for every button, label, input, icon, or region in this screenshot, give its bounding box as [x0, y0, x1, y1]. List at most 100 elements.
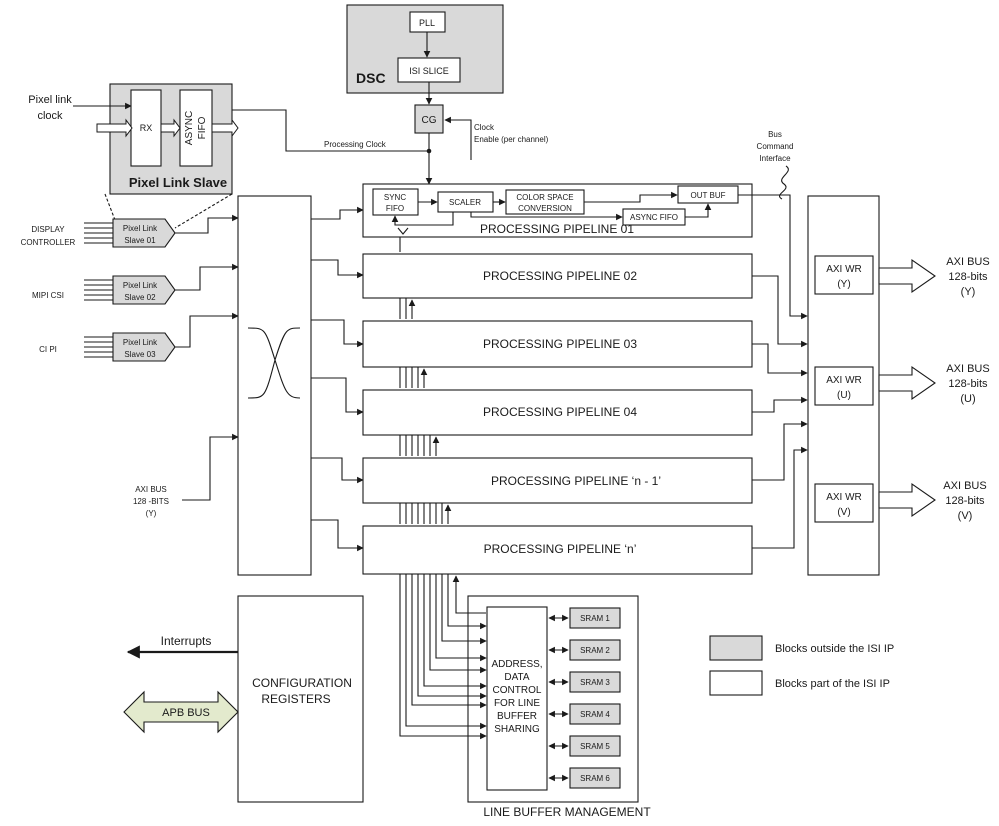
- sram-3-label: SRAM 3: [580, 678, 610, 687]
- axi-in-label-1: AXI BUS: [135, 485, 167, 494]
- apb-bus-arrow: [123, 690, 239, 734]
- axi-bus-y-label-2: 128-bits: [948, 271, 988, 283]
- input-ci-pi: CI PI Pixel Link Slave 03: [39, 332, 176, 362]
- axi-wr-u: AXI WR (U): [814, 366, 874, 406]
- scaler-label: SCALER: [449, 198, 481, 207]
- sram-6: [569, 767, 621, 789]
- legend-label-outside: Blocks outside the ISI IP: [775, 643, 894, 655]
- axi-wr-v-label-2: (V): [837, 507, 850, 518]
- sram-1: [569, 607, 621, 629]
- pixel-link-slave-01: [112, 218, 176, 248]
- axi-bus-y-label-3: (Y): [961, 286, 976, 298]
- pipeline-04-label: PROCESSING PIPELINE 04: [483, 405, 637, 419]
- sram-2-label: SRAM 2: [580, 646, 610, 655]
- sram-5: [569, 735, 621, 757]
- pipeline-03-label: PROCESSING PIPELINE 03: [483, 337, 637, 351]
- control-label-3: CONTROL: [493, 685, 542, 696]
- sync-fifo-label-2: FIFO: [386, 204, 404, 213]
- slave-01-label-1: Pixel Link: [123, 224, 158, 233]
- dsc-block: PLL ISI SLICE DSC: [346, 4, 504, 94]
- sync-fifo-box: [372, 188, 419, 216]
- axi-bus-u-label-1: AXI BUS: [946, 363, 989, 375]
- async-fifo-box: [179, 89, 213, 167]
- input-label-mipi: MIPI CSI: [32, 291, 64, 300]
- input-display-controller: DISPLAY CONTROLLER Pixel Link Slave 01: [21, 218, 176, 248]
- axi-wr-u-box: [814, 366, 874, 406]
- control-label-4: FOR LINE: [494, 698, 540, 709]
- slave-03-label-2: Slave 03: [124, 350, 156, 359]
- sram-1-label: SRAM 1: [580, 614, 610, 623]
- axi-in-label-3: (Y): [146, 509, 157, 518]
- axi-wr-u-label-1: AXI WR: [826, 375, 862, 386]
- slave-02-label-1: Pixel Link: [123, 281, 158, 290]
- axi-wr-y: AXI WR (Y): [814, 255, 874, 295]
- pixel-link-slave-detail: RX ASYNC FIFO Pixel Link Slave: [96, 83, 239, 195]
- fifo-label: FIFO: [197, 116, 208, 139]
- pixel-link-slave-03: [112, 332, 176, 362]
- async-label: ASYNC: [184, 111, 195, 145]
- processing-clock-label: Processing Clock: [324, 140, 387, 149]
- pipeline-02-label: PROCESSING PIPELINE 02: [483, 269, 637, 283]
- axi-bus-u-arrow: [878, 365, 936, 401]
- config-registers-label-1: CONFIGURATION: [252, 676, 352, 690]
- bus-command-label-2: Command: [757, 142, 794, 151]
- legend-label-inside: Blocks part of the ISI IP: [775, 678, 890, 690]
- sram-2: [569, 639, 621, 661]
- slave-01-label-2: Slave 01: [124, 236, 156, 245]
- pll-label: PLL: [419, 18, 435, 28]
- input-mipi-csi: MIPI CSI Pixel Link Slave 02: [32, 275, 176, 305]
- axi-bus-v-arrow: [878, 482, 936, 518]
- control-label-1: ADDRESS,: [491, 659, 542, 670]
- processing-pipeline-04: [362, 389, 753, 436]
- axi-bus-v-label-1: AXI BUS: [943, 480, 986, 492]
- line-buffer-title: LINE BUFFER MANAGEMENT: [483, 805, 651, 819]
- axi-bus-y-label-1: AXI BUS: [946, 256, 989, 268]
- axi-wr-y-label-1: AXI WR: [826, 264, 862, 275]
- axi-wr-v-box: [814, 483, 874, 523]
- cg-label: CG: [422, 115, 437, 126]
- pipeline-01-label: PROCESSING PIPELINE 01: [480, 222, 634, 236]
- input-label-cipi: CI PI: [39, 345, 57, 354]
- axi-wr-v: AXI WR (V): [814, 483, 874, 523]
- clock-enable-label-1: Clock: [474, 123, 495, 132]
- interrupts-label: Interrupts: [161, 634, 212, 648]
- config-registers-label-2: REGISTERS: [261, 692, 330, 706]
- configuration-registers-box: [237, 595, 364, 803]
- sync-fifo-label-1: SYNC: [384, 193, 406, 202]
- control-label-6: SHARING: [494, 724, 540, 735]
- csc-label-2: CONVERSION: [518, 204, 572, 213]
- pipeline-03: PROCESSING PIPELINE 03: [362, 320, 753, 368]
- pipeline-n-label: PROCESSING PIPELINE ‘n’: [484, 542, 637, 556]
- sram-6-label: SRAM 6: [580, 774, 610, 783]
- bus-command-label-3: Interface: [759, 154, 791, 163]
- axi-bus-u-label-3: (U): [960, 393, 975, 405]
- pixel-link-clock-label-2: clock: [37, 110, 63, 122]
- sram-3: [569, 671, 621, 693]
- axi-bus-u-label-2: 128-bits: [948, 378, 988, 390]
- pipeline-n-1-label: PROCESSING PIPELINE ‘n - 1’: [491, 474, 661, 488]
- csc-label-1: COLOR SPACE: [516, 193, 573, 202]
- axi-wr-y-box: [814, 255, 874, 295]
- sram-4-label: SRAM 4: [580, 710, 610, 719]
- pixel-link-clock-label-1: Pixel link: [28, 94, 72, 106]
- line-buffer-management: LINE BUFFER MANAGEMENT ADDRESS, DATA CON…: [467, 595, 651, 819]
- processing-pipeline-n: [362, 525, 753, 575]
- axi-in-label-2: 128 -BITS: [133, 497, 169, 506]
- pixel-link-slave-title: Pixel Link Slave: [129, 175, 227, 190]
- isi-slice-label: ISI SLICE: [409, 66, 449, 76]
- rx-box: [130, 89, 162, 167]
- legend-swatch-outside: [709, 635, 763, 661]
- out-buf-label: OUT BUF: [691, 191, 726, 200]
- dsc-title: DSC: [356, 70, 386, 86]
- processing-pipeline-n-1: [362, 457, 753, 504]
- pipeline-04: PROCESSING PIPELINE 04: [362, 389, 753, 436]
- axi-wr-v-label-1: AXI WR: [826, 492, 862, 503]
- axi-bus-v-label-2: 128-bits: [945, 495, 985, 507]
- address-control-box: [486, 606, 548, 791]
- input-label-display-1: DISPLAY: [31, 225, 65, 234]
- pipeline-n-1: PROCESSING PIPELINE ‘n - 1’: [362, 457, 753, 504]
- cg-box: [414, 104, 444, 134]
- control-label-5: BUFFER: [497, 711, 537, 722]
- axi-bus-y-arrow: [878, 258, 936, 294]
